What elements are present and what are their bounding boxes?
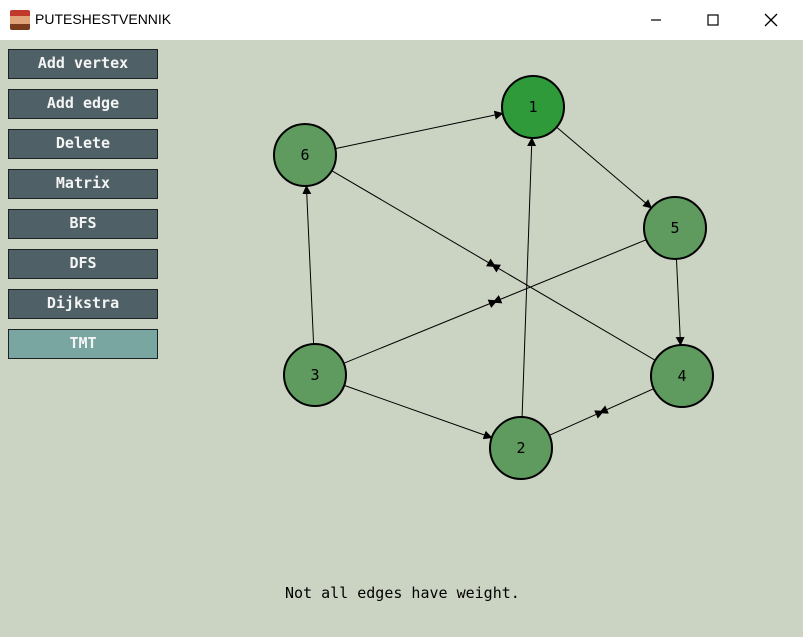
minimize-button[interactable]: [627, 0, 685, 40]
window-title: PUTESHESTVENNIK: [35, 11, 172, 27]
vertex-label: 2: [516, 439, 525, 457]
matrix-button[interactable]: Matrix: [8, 169, 158, 199]
vertex-circle: [283, 343, 347, 407]
maximize-button[interactable]: [684, 0, 742, 40]
edge-4-6[interactable]: [490, 264, 656, 361]
edge-1-5[interactable]: [556, 126, 653, 209]
close-button[interactable]: [742, 0, 800, 40]
vertex-label: 1: [528, 98, 537, 116]
vertex-circle: [650, 344, 714, 408]
edge-6-1[interactable]: [335, 110, 504, 150]
add-vertex-button[interactable]: Add vertex: [8, 49, 158, 79]
edge-5-3[interactable]: [492, 239, 647, 304]
vertex-3[interactable]: 3: [283, 343, 347, 407]
edge-3-5[interactable]: [343, 299, 498, 364]
vertex-2[interactable]: 2: [489, 416, 553, 480]
vertex-label: 6: [300, 146, 309, 164]
delete-button[interactable]: Delete: [8, 129, 158, 159]
vertex-label: 4: [677, 367, 686, 385]
tmt-button[interactable]: TMT: [8, 329, 158, 359]
dijkstra-button[interactable]: Dijkstra: [8, 289, 158, 319]
vertex-circle: [643, 196, 707, 260]
minimize-icon: [651, 19, 661, 21]
status-message: Not all edges have weight.: [285, 584, 520, 602]
vertex-1[interactable]: 1: [501, 75, 565, 139]
edge-6-4[interactable]: [331, 170, 497, 267]
edge-4-2[interactable]: [598, 388, 654, 414]
edges-layer: [302, 110, 685, 440]
edge-5-4[interactable]: [675, 258, 685, 346]
bfs-button[interactable]: BFS: [8, 209, 158, 239]
vertex-4[interactable]: 4: [650, 344, 714, 408]
app-icon: [10, 10, 30, 30]
vertex-circle: [489, 416, 553, 480]
edge-2-4[interactable]: [549, 410, 605, 436]
add-edge-button[interactable]: Add edge: [8, 89, 158, 119]
vertex-circle: [501, 75, 565, 139]
close-icon: [764, 13, 778, 27]
maximize-icon: [707, 14, 719, 26]
title-bar: PUTESHESTVENNIK: [0, 0, 803, 40]
dfs-button[interactable]: DFS: [8, 249, 158, 279]
edge-3-6[interactable]: [302, 185, 315, 345]
vertices-layer: 1 2 3 4 5 6: [273, 75, 714, 480]
edge-3-2[interactable]: [344, 384, 493, 440]
graph-canvas[interactable]: 1 2 3 4 5 6: [0, 40, 803, 637]
vertex-5[interactable]: 5: [643, 196, 707, 260]
vertex-circle: [273, 123, 337, 187]
vertex-label: 5: [670, 219, 679, 237]
vertex-6[interactable]: 6: [273, 123, 337, 187]
edge-2-1[interactable]: [521, 137, 537, 418]
vertex-label: 3: [310, 366, 319, 384]
